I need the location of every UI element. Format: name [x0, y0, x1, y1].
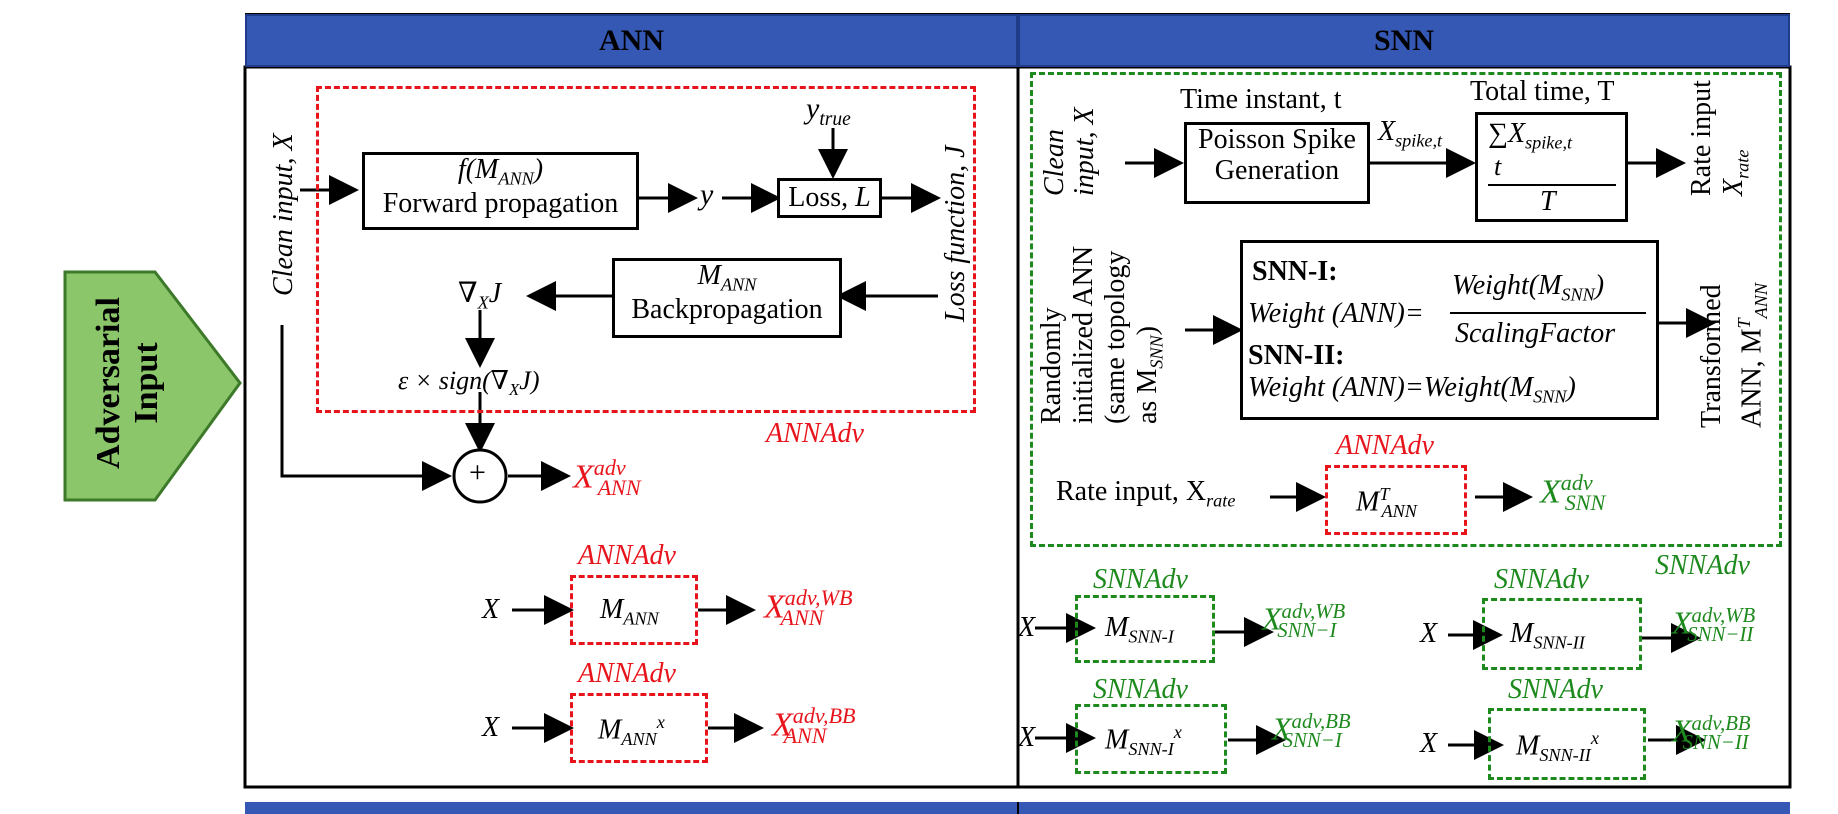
ann-annadv-tag: ANNAdv	[766, 418, 864, 449]
snn-r4-model-box	[1488, 708, 1646, 780]
loss-box: Loss, L	[777, 178, 882, 218]
sum-numerator: ∑Xspike,t	[1488, 118, 1573, 153]
snn-r3-input: X	[1018, 722, 1036, 753]
snn-r2-model-box	[1482, 598, 1642, 670]
ann-bb-tag: ANNAdv	[578, 658, 676, 689]
ann-wb-input: X	[482, 594, 500, 625]
backprop-label: Backpropagation	[631, 293, 823, 325]
tag-line-2: Input	[128, 342, 165, 424]
snn-r2-tag: SNNAdv	[1494, 564, 1589, 595]
tag-line-1: Adversarial	[90, 297, 127, 469]
snn-annadv-tag: ANNAdv	[1336, 430, 1434, 461]
total-time-label: Total time, T	[1470, 76, 1615, 107]
snn1-lhs: Weight (ANN)=	[1248, 298, 1424, 329]
ann-wb-tag: ANNAdv	[578, 540, 676, 571]
rate-input-in-label: Rate input, Xrate	[1056, 476, 1236, 511]
loss-function-label: Loss function, J	[940, 145, 971, 322]
transformed-model: MTANN	[1356, 484, 1417, 521]
transformed-model-box	[1325, 465, 1467, 535]
forward-propagation-box: f(MANN) Forward propagation	[362, 152, 639, 230]
time-instant-label: Time instant, t	[1180, 84, 1342, 115]
snn1-title: SNN-I:	[1252, 256, 1338, 287]
snn-adv-output: XadvSNN	[1540, 470, 1606, 516]
ann-bb-model: MANNx	[598, 712, 665, 749]
ann-clean-input-label: Clean input, X	[268, 133, 299, 296]
ann-header-label: ANN	[599, 23, 664, 57]
fraction-bar	[1488, 184, 1616, 186]
snn-r4-output: Xadv,BBSNN−II	[1672, 712, 1751, 755]
snn-r3-output: Xadv,BBSNN−I	[1272, 710, 1351, 753]
snn-header: SNN	[1018, 14, 1790, 67]
ann-bb-model-box	[570, 693, 708, 763]
ann-wb-output: Xadv,WBANN	[764, 585, 853, 631]
snn-r2-output: Xadv,WBSNN−II	[1672, 604, 1756, 647]
snn2-expression: Weight (ANN)=Weight(MSNN)	[1248, 372, 1576, 407]
snn-r3-model: MSNN-Ix	[1105, 722, 1182, 759]
snn-r1-model-box	[1075, 595, 1215, 663]
rate-averaging-box	[1475, 112, 1628, 222]
ann-bb-input: X	[482, 712, 500, 743]
ann-adv-output: XadvANN	[573, 455, 641, 501]
snn-r4-tag: SNNAdv	[1508, 674, 1603, 705]
adversarial-input-tag: Adversarial Input	[90, 278, 166, 488]
ann-wb-model: MANN	[600, 594, 659, 629]
snn-snnadv-tag: SNNAdv	[1655, 550, 1750, 581]
snn-r3-tag: SNNAdv	[1093, 674, 1188, 705]
snn1-fraction-bar	[1450, 312, 1646, 314]
snn1-numerator: Weight(MSNN)	[1452, 270, 1605, 305]
forward-label: Forward propagation	[382, 187, 619, 219]
ann-attack-region	[316, 86, 976, 413]
y-true-label: ytrue	[806, 92, 851, 130]
sum-denominator: T	[1540, 186, 1556, 217]
snn-r1-tag: SNNAdv	[1093, 564, 1188, 595]
snn-r4-model: MSNN-IIx	[1516, 728, 1599, 765]
transformed-ann-label: Transformed ANN, MTANN	[1696, 282, 1771, 428]
weight-transform-box	[1240, 240, 1659, 420]
snn-header-label: SNN	[1373, 23, 1434, 57]
snn-r1-output: Xadv,WBSNN−I	[1262, 600, 1346, 643]
snn-r4-input: X	[1420, 728, 1438, 759]
snn-r1-input: X	[1018, 612, 1036, 643]
snn2-title: SNN-II:	[1248, 340, 1345, 371]
snn1-denominator: ScalingFactor	[1455, 318, 1616, 349]
x-spike-label: Xspike,t	[1378, 116, 1443, 151]
snn-r2-input: X	[1420, 618, 1438, 649]
ann-header: ANN	[245, 14, 1018, 67]
snn-r2-model: MSNN-II	[1510, 618, 1585, 653]
snn-r3-model-box	[1075, 704, 1227, 774]
ann-y-label: y	[700, 178, 714, 211]
snn-r1-model: MSNN-I	[1105, 612, 1174, 647]
ann-bb-output: Xadv,BBANN	[772, 703, 856, 749]
gradient-label: ∇XJ	[458, 278, 502, 313]
sum-node-symbol: +	[469, 456, 486, 489]
fgsm-expression: ε × sign(∇XJ)	[398, 366, 540, 400]
snn-attack-region	[1030, 72, 1782, 547]
ann-wb-model-box	[570, 575, 698, 645]
sum-index: t	[1494, 152, 1502, 181]
backpropagation-box: MANN Backpropagation	[612, 258, 842, 338]
